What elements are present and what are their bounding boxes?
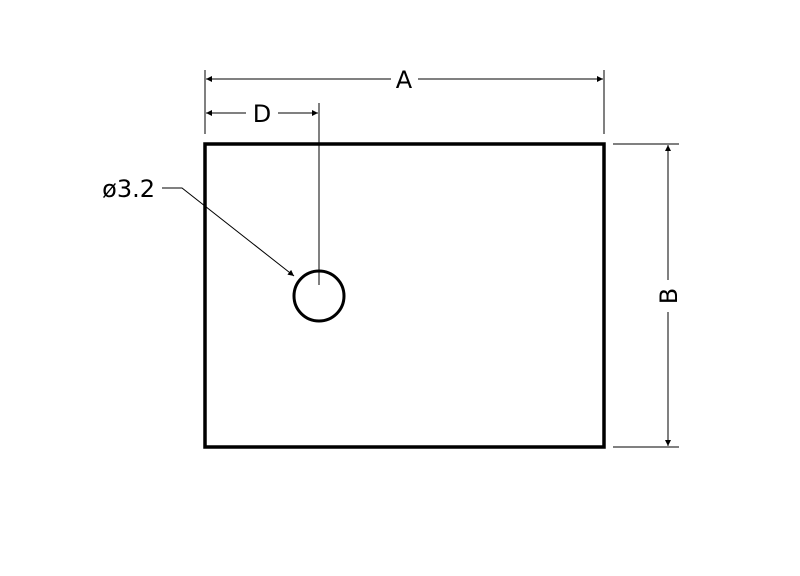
dimension-d-label: D (253, 100, 271, 128)
hole-diameter-label: ø3.2 (102, 175, 155, 203)
dimension-b: B (613, 143, 683, 448)
plate-outline (203, 142, 606, 449)
dimension-a: A (204, 66, 605, 134)
dimension-d: D (206, 100, 320, 285)
dimension-a-label: A (396, 66, 413, 94)
hole-diameter-leader: ø3.2 (102, 175, 295, 277)
dimension-b-label: B (655, 288, 683, 304)
